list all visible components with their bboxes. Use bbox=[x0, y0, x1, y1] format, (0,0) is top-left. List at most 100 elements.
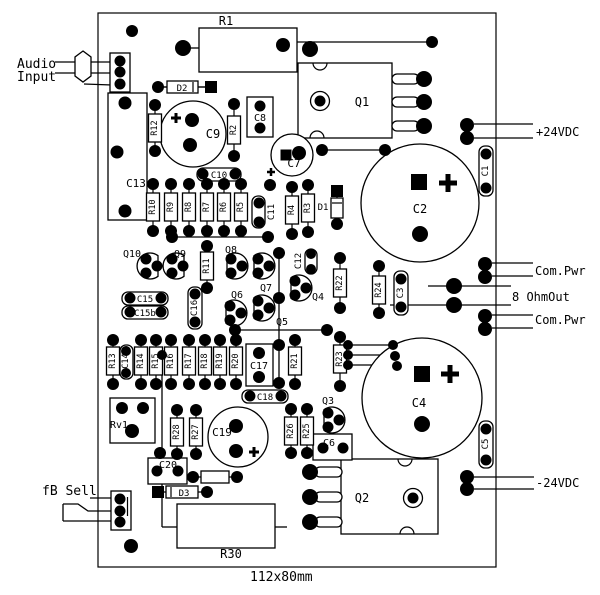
lead-pin bbox=[314, 466, 343, 478]
solder-pad bbox=[244, 390, 256, 402]
component-r20-body bbox=[228, 346, 244, 376]
solder-pad bbox=[124, 306, 136, 318]
component-r11-label: R11 bbox=[202, 258, 212, 273]
solder-pad bbox=[252, 309, 264, 321]
solder-pad bbox=[225, 267, 237, 279]
solder-pad bbox=[285, 447, 297, 459]
solder-pad bbox=[235, 225, 247, 237]
solder-pad bbox=[253, 347, 265, 359]
solder-pad bbox=[154, 447, 166, 459]
label-4: Com.Pwr bbox=[535, 264, 586, 278]
mounting-notch bbox=[312, 62, 328, 71]
solder-pad bbox=[110, 145, 124, 159]
solder-pad bbox=[388, 340, 398, 350]
solder-pad bbox=[289, 289, 301, 301]
solder-pad bbox=[126, 25, 138, 37]
solder-pad bbox=[263, 302, 275, 314]
solder-pad bbox=[165, 225, 177, 237]
solder-pad bbox=[114, 78, 126, 90]
component-c2-body bbox=[360, 143, 480, 263]
component-c6-label: C6 bbox=[323, 438, 335, 449]
component-c20-label: C20 bbox=[159, 460, 177, 471]
solder-pad bbox=[214, 378, 226, 390]
component-r30-body bbox=[176, 503, 276, 549]
solder-pad bbox=[121, 346, 131, 356]
solder-pad bbox=[183, 378, 195, 390]
component-r5-body bbox=[233, 192, 249, 222]
component-r12-body bbox=[147, 113, 163, 143]
solder-pad bbox=[286, 228, 298, 240]
component-r8-body bbox=[181, 192, 197, 222]
component-r24-body bbox=[371, 275, 387, 305]
solder-pad bbox=[149, 145, 161, 157]
component-r25-label: R25 bbox=[302, 423, 312, 438]
solder-pad bbox=[231, 471, 243, 483]
solder-pad bbox=[478, 322, 492, 336]
solder-pad bbox=[225, 253, 237, 265]
component-r9-body bbox=[163, 192, 179, 222]
solder-pad bbox=[183, 138, 197, 152]
solder-pad bbox=[416, 118, 432, 134]
component-c9-label: C9 bbox=[206, 127, 220, 141]
component-c17-label: C17 bbox=[250, 361, 268, 372]
component-r26-label: R26 bbox=[286, 423, 296, 438]
solder-pad bbox=[316, 144, 328, 156]
solder-pad bbox=[229, 444, 243, 458]
polarity-square bbox=[152, 486, 164, 498]
component-r17-body bbox=[181, 346, 197, 376]
solder-pad bbox=[289, 378, 301, 390]
solder-pad bbox=[224, 314, 236, 326]
polarity-square bbox=[331, 185, 343, 197]
solder-pad bbox=[165, 378, 177, 390]
switch-symbol-icon bbox=[63, 503, 115, 512]
solder-pad bbox=[253, 197, 265, 209]
mounting-notch bbox=[309, 130, 325, 139]
component-q9-label: Q9 bbox=[174, 249, 186, 260]
solder-pad bbox=[147, 178, 159, 190]
solder-pad bbox=[199, 378, 211, 390]
solder-pad bbox=[151, 465, 163, 477]
component-c2-label: C2 bbox=[413, 202, 427, 216]
solder-pad bbox=[331, 218, 343, 230]
solder-pad bbox=[199, 334, 211, 346]
solder-pad bbox=[460, 131, 474, 145]
component-c4-label: C4 bbox=[412, 396, 426, 410]
solder-pad bbox=[480, 454, 492, 466]
component-r28-label: R28 bbox=[172, 424, 182, 439]
solder-pad bbox=[416, 71, 432, 87]
solder-pad bbox=[460, 482, 474, 496]
component-r22-body bbox=[332, 268, 348, 298]
solder-pad bbox=[114, 493, 126, 505]
solder-pad bbox=[177, 260, 189, 272]
solder-pad bbox=[334, 331, 346, 343]
component-r10-label: R10 bbox=[148, 199, 158, 214]
component-c5-label: C5 bbox=[481, 439, 491, 450]
solder-pad bbox=[197, 168, 209, 180]
component-q8-label: Q8 bbox=[225, 245, 237, 256]
component-r17-label: R17 bbox=[184, 353, 194, 368]
solder-pad bbox=[373, 260, 385, 272]
solder-pad bbox=[229, 419, 243, 433]
solder-pad bbox=[171, 404, 183, 416]
polarity-square bbox=[414, 366, 430, 382]
component-r18-label: R18 bbox=[200, 353, 210, 368]
label-0: Audio bbox=[17, 57, 56, 72]
component-q2-label: Q2 bbox=[355, 491, 369, 505]
solder-pad bbox=[306, 264, 316, 274]
mounting-hole-center bbox=[407, 492, 419, 504]
solder-pad bbox=[292, 146, 306, 160]
solder-pad bbox=[135, 334, 147, 346]
solder-pad bbox=[107, 378, 119, 390]
component-c15-label: C15 bbox=[137, 295, 153, 305]
solder-pad bbox=[118, 204, 132, 218]
solder-pad bbox=[395, 301, 407, 313]
component-r25-body bbox=[299, 416, 315, 446]
component-r26-body bbox=[283, 416, 299, 446]
solder-pad bbox=[254, 122, 266, 134]
solder-pad bbox=[201, 178, 213, 190]
solder-pad bbox=[262, 231, 274, 243]
solder-pad bbox=[480, 148, 492, 160]
component-c11-label: C11 bbox=[267, 204, 277, 220]
component-r14-body bbox=[133, 346, 149, 376]
